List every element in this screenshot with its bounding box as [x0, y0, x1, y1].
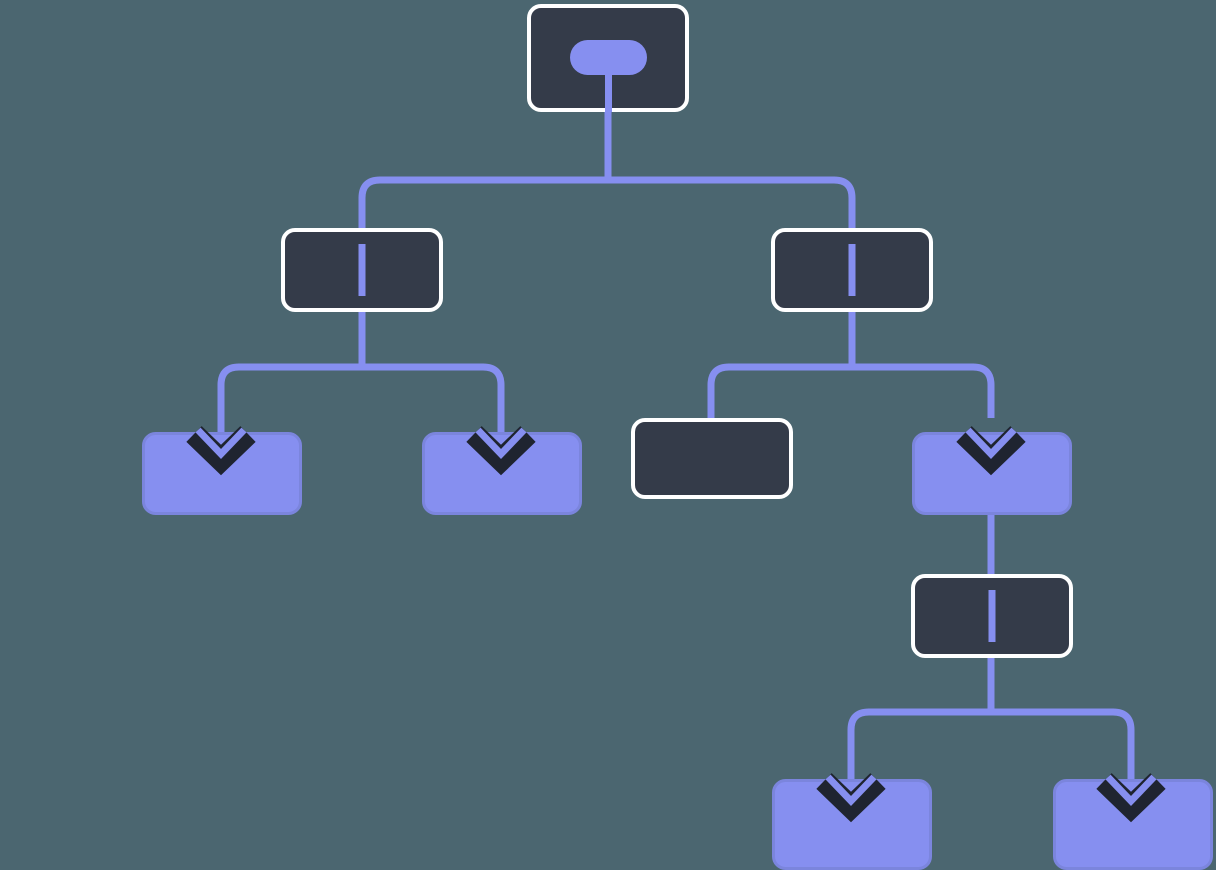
level4-leaf-left[interactable]: [772, 779, 932, 870]
level2-leaf-a-arrowhead-shadow: [186, 426, 256, 476]
level2-leaf-a-arrowhead-icon: [186, 426, 256, 476]
connector-layer: [217, 112, 1135, 779]
arrowhead-layer: [186, 426, 1166, 823]
level2-branch-node-arrowhead-icon: [956, 426, 1026, 476]
root-node-pill-icon: [570, 40, 647, 75]
root-node[interactable]: [527, 4, 689, 112]
edge-level1-right-to-children-branch-1: [852, 363, 995, 418]
node-layer: [142, 4, 1213, 870]
edge-root-to-level1-branch-0: [358, 176, 608, 228]
level3-dark-node[interactable]: [911, 574, 1073, 658]
level4-leaf-right-arrowhead-icon: [1096, 773, 1166, 823]
level2-dark-node[interactable]: [631, 418, 793, 499]
edge-level3-to-leaves-branch-1: [991, 708, 1135, 779]
edge-level1-left-to-leaves-branch-1: [362, 363, 505, 432]
edge-level1-right-to-children-branch-0: [707, 363, 852, 418]
edge-root-to-level1-branch-1: [608, 176, 856, 228]
level4-leaf-right-arrowhead-chevron: [1105, 774, 1157, 807]
edge-level3-to-leaves-branch-0: [847, 708, 991, 779]
level4-leaf-left-arrowhead-shadow: [816, 773, 886, 823]
level2-leaf-b-arrowhead-shadow: [466, 426, 536, 476]
level4-leaf-right-arrowhead-shadow: [1096, 773, 1166, 823]
level2-branch-node-arrowhead-shadow: [956, 426, 1026, 476]
level4-leaf-left-arrowhead-chevron: [825, 774, 877, 807]
edge-level1-left-to-leaves-branch-0: [217, 363, 362, 432]
level1-right-node[interactable]: [771, 228, 933, 312]
level2-dark-node-box[interactable]: [631, 418, 793, 499]
level2-leaf-b-arrowhead-chevron: [475, 427, 527, 460]
level4-leaf-left-arrowhead-icon: [816, 773, 886, 823]
level4-leaf-right[interactable]: [1053, 779, 1213, 870]
level4-leaf-right-box[interactable]: [1053, 779, 1213, 870]
level2-leaf-b-arrowhead-icon: [466, 426, 536, 476]
level4-leaf-left-box[interactable]: [772, 779, 932, 870]
level1-left-node[interactable]: [281, 228, 443, 312]
level2-branch-node-arrowhead-chevron: [965, 427, 1017, 460]
level2-leaf-a-arrowhead-chevron: [195, 427, 247, 460]
